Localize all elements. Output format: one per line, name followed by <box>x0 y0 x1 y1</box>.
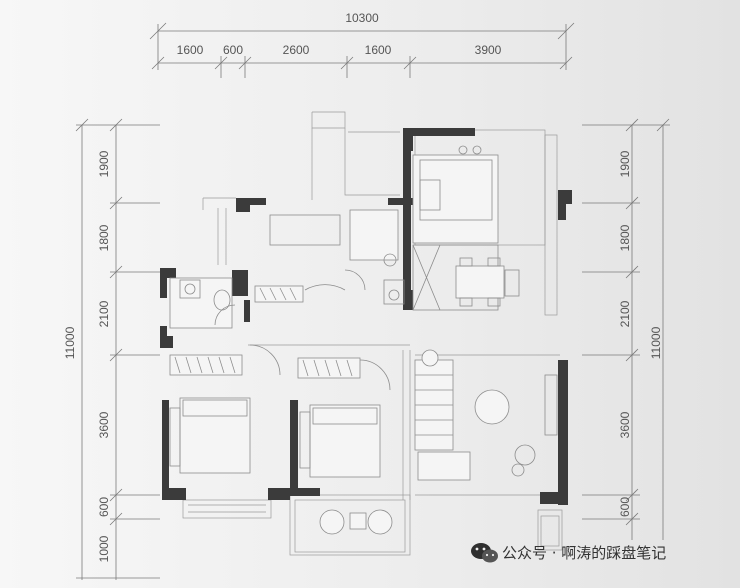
kitchen-fixtures <box>412 145 499 311</box>
left-bedroom-furniture <box>169 344 281 474</box>
living-room-furniture <box>414 349 558 481</box>
wechat-icon <box>471 543 498 563</box>
upper-bathroom-fixtures <box>269 209 405 305</box>
top-dimension-3: 2600 <box>283 43 310 57</box>
left-dimension-2: 1800 <box>97 224 111 251</box>
left-dimension-4: 3600 <box>97 411 111 438</box>
top-dimension-5: 3900 <box>475 43 502 57</box>
watermark-text: 公众号 · 啊涛的踩盘笔记 <box>502 544 666 562</box>
left-dimension-6: 1000 <box>97 535 111 562</box>
wardrobe-upper <box>254 285 304 303</box>
top-dimension-1: 1600 <box>177 43 204 57</box>
right-dimension-4: 3600 <box>618 411 632 438</box>
left-overall-dimension: 11000 <box>63 326 77 359</box>
right-dimension-lines <box>582 118 670 540</box>
right-overall-dimension: 11000 <box>649 326 663 359</box>
balcony-chairs <box>319 509 393 535</box>
right-dimension-3: 2100 <box>618 300 632 327</box>
top-overall-dimension: 10300 <box>345 11 379 25</box>
top-dimension-2: 600 <box>223 43 243 57</box>
left-dimension-1: 1900 <box>97 150 111 177</box>
left-dimension-5: 600 <box>97 497 111 517</box>
right-dimension-1: 1900 <box>618 150 632 177</box>
walls <box>160 128 572 505</box>
top-dimension-lines <box>149 22 575 78</box>
middle-bedroom-furniture <box>297 357 391 478</box>
left-bathroom-fixtures <box>169 277 236 329</box>
left-dimension-3: 2100 <box>97 300 111 327</box>
top-dimension-4: 1600 <box>365 43 392 57</box>
dining-table <box>455 257 520 307</box>
left-dimension-lines <box>75 118 160 580</box>
plan-outlines <box>182 111 563 556</box>
right-dimension-5: 600 <box>618 497 632 517</box>
right-dimension-2: 1800 <box>618 224 632 251</box>
